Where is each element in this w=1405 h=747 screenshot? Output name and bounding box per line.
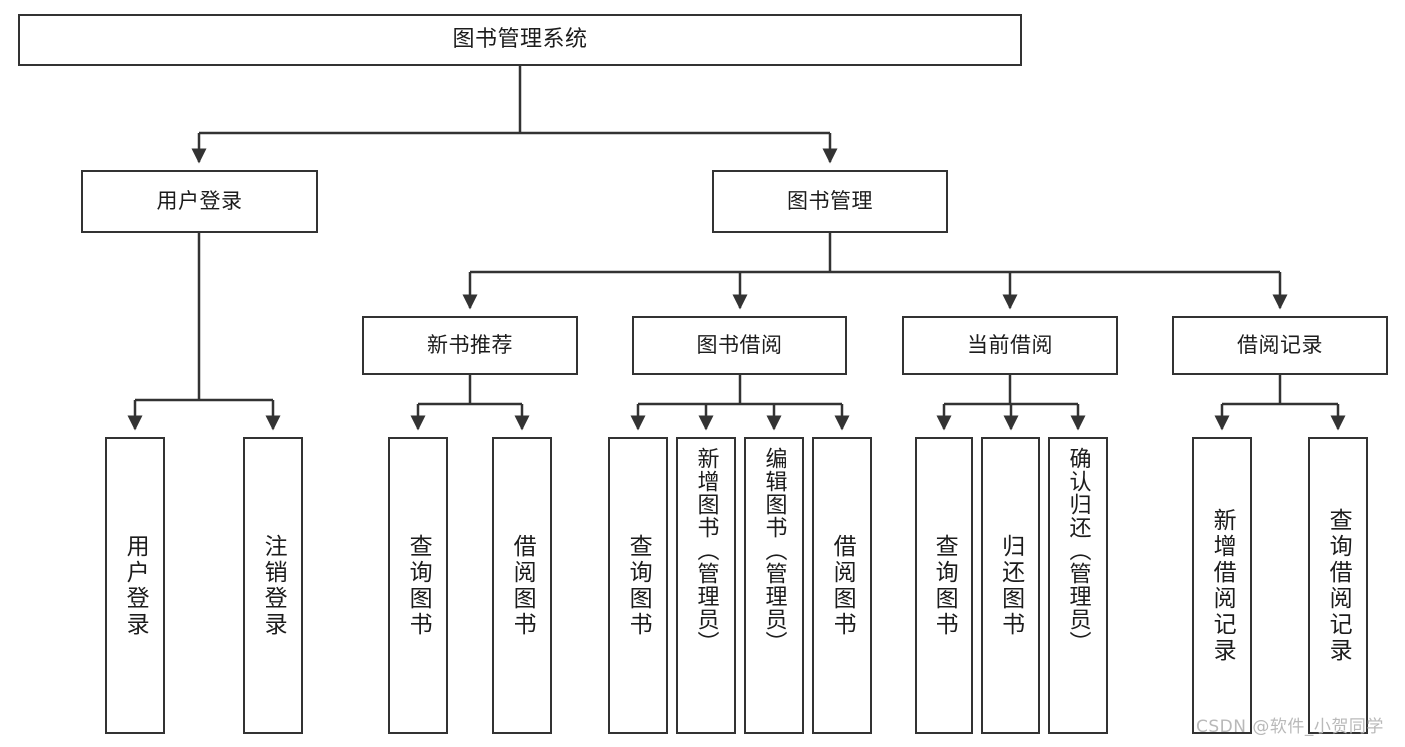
node-label: 查询图书 bbox=[405, 533, 432, 638]
leaf-edit-book-admin[interactable]: 编辑图书（管理员） bbox=[744, 437, 804, 734]
node-label: 图书管理 bbox=[787, 189, 873, 214]
node-label: 编辑图书（管理员） bbox=[761, 447, 787, 654]
node-current-borrow[interactable]: 当前借阅 bbox=[902, 316, 1118, 375]
node-label: 当前借阅 bbox=[967, 333, 1053, 358]
leaf-add-book-admin[interactable]: 新增图书（管理员） bbox=[676, 437, 736, 734]
node-root-book-management-system[interactable]: 图书管理系统 bbox=[18, 14, 1022, 66]
node-label: 注销登录 bbox=[260, 533, 287, 638]
node-label: 归还图书 bbox=[997, 533, 1024, 638]
node-label: 确认归还（管理员） bbox=[1065, 447, 1091, 654]
leaf-add-borrow-record[interactable]: 新增借阅记录 bbox=[1192, 437, 1252, 734]
node-borrow-record[interactable]: 借阅记录 bbox=[1172, 316, 1388, 375]
leaf-borrow-book-rec[interactable]: 借阅图书 bbox=[492, 437, 552, 734]
leaf-confirm-return-admin[interactable]: 确认归还（管理员） bbox=[1048, 437, 1108, 734]
node-label: 新书推荐 bbox=[427, 333, 513, 358]
node-label: 用户登录 bbox=[122, 533, 149, 638]
node-book-manage[interactable]: 图书管理 bbox=[712, 170, 948, 233]
leaf-query-book-borrow[interactable]: 查询图书 bbox=[608, 437, 668, 734]
node-new-book-recommendation[interactable]: 新书推荐 bbox=[362, 316, 578, 375]
node-label: 借阅记录 bbox=[1237, 333, 1323, 358]
leaf-user-login[interactable]: 用户登录 bbox=[105, 437, 165, 734]
node-user-login[interactable]: 用户登录 bbox=[81, 170, 318, 233]
node-label: 新增图书（管理员） bbox=[693, 447, 719, 654]
node-label: 查询图书 bbox=[931, 533, 958, 638]
leaf-logout-login[interactable]: 注销登录 bbox=[243, 437, 303, 734]
node-label: 图书借阅 bbox=[696, 333, 783, 358]
node-label: 新增借阅记录 bbox=[1209, 507, 1236, 664]
node-label: 借阅图书 bbox=[829, 533, 856, 638]
node-label: 借阅图书 bbox=[509, 533, 536, 638]
node-label: 查询图书 bbox=[625, 533, 652, 638]
node-label: 图书管理系统 bbox=[452, 27, 588, 53]
node-book-borrow[interactable]: 图书借阅 bbox=[632, 316, 847, 375]
node-label: 查询借阅记录 bbox=[1325, 507, 1352, 664]
leaf-query-book-rec[interactable]: 查询图书 bbox=[388, 437, 448, 734]
leaf-borrow-book[interactable]: 借阅图书 bbox=[812, 437, 872, 734]
leaf-return-book[interactable]: 归还图书 bbox=[981, 437, 1040, 734]
leaf-query-borrow-record[interactable]: 查询借阅记录 bbox=[1308, 437, 1368, 734]
leaf-query-book-current[interactable]: 查询图书 bbox=[915, 437, 973, 734]
node-label: 用户登录 bbox=[156, 189, 243, 214]
